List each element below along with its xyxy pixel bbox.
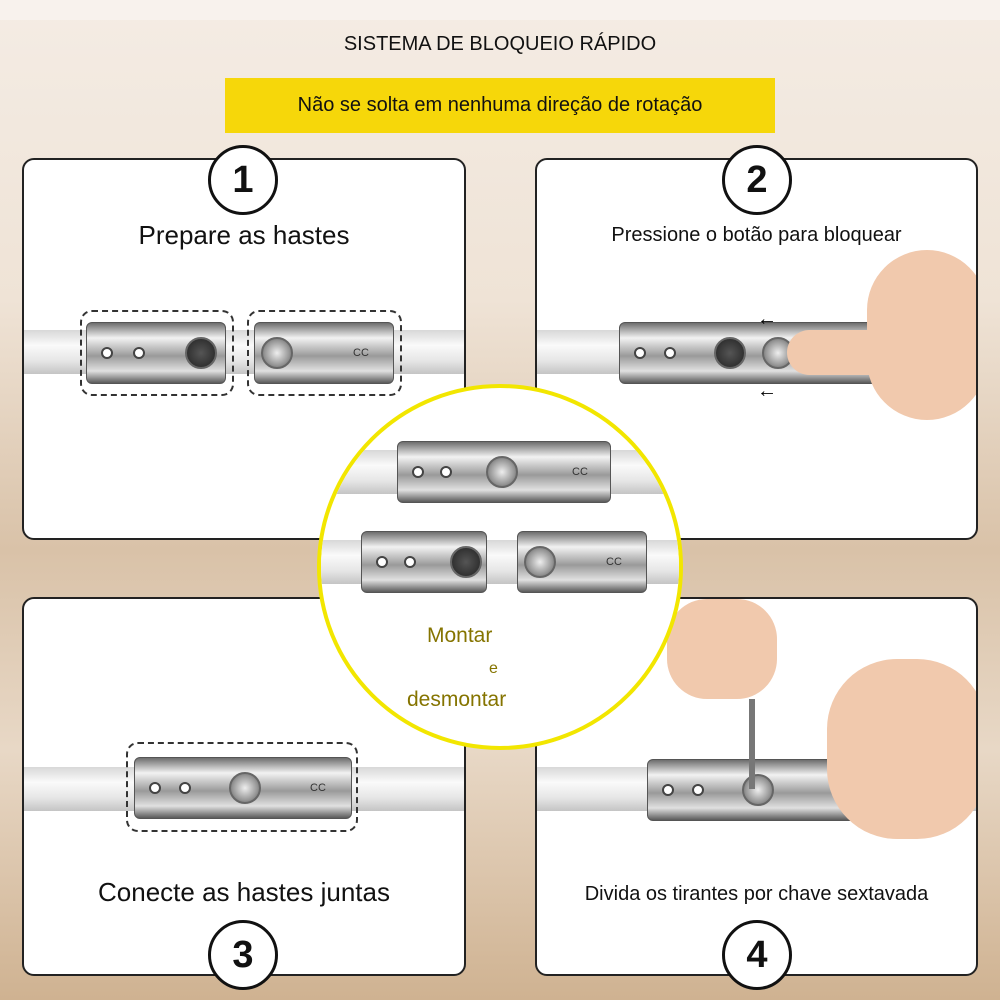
connector-marking: CC [572, 466, 588, 478]
connector-joined: CC [134, 757, 352, 819]
yellow-banner: Não se solta em nenhuma direção de rotaç… [225, 78, 775, 133]
dashed-outline [80, 310, 234, 396]
arrow-left-icon: ← [757, 380, 777, 402]
assemble-disassemble-circle: CC CC Montar e desmontar [317, 384, 683, 750]
step-number-1: 1 [208, 145, 278, 215]
step-caption-3: Conecte as hastes juntas [98, 877, 390, 907]
connector-female: CC [254, 322, 394, 384]
step-caption-4: Divida os tirantes por chave sextavada [584, 883, 929, 905]
center-text-e: e [489, 660, 498, 677]
step-panel-1: Prepare as hastes CC [22, 158, 466, 540]
connector-female: CC [517, 531, 647, 593]
hand [827, 659, 976, 839]
arrow-left-icon: ← [757, 308, 777, 330]
connector-male [86, 322, 226, 384]
hand [667, 599, 777, 699]
step-caption-1: Prepare as hastes [138, 220, 350, 250]
background-beam [0, 0, 1000, 20]
connector-male [361, 531, 487, 593]
dashed-outline [247, 310, 402, 396]
hex-key [749, 699, 755, 789]
connector-joined: CC [397, 441, 611, 503]
step-panel-3: CC Conecte as hastes juntas [22, 597, 466, 976]
step-number-3: 3 [208, 920, 278, 990]
connector-marking: CC [606, 556, 622, 568]
hand [867, 250, 976, 420]
center-text-montar: Montar [427, 624, 493, 647]
connector-marking: CC [353, 347, 369, 359]
step-number-4: 4 [722, 920, 792, 990]
step-number-2: 2 [722, 145, 792, 215]
page-title: SISTEMA DE BLOQUEIO RÁPIDO [343, 33, 657, 55]
center-text-desmontar: desmontar [407, 688, 507, 711]
connector-marking: CC [310, 782, 326, 794]
step-caption-2: Pressione o botão para bloquear [611, 224, 902, 246]
dashed-outline [126, 742, 358, 832]
